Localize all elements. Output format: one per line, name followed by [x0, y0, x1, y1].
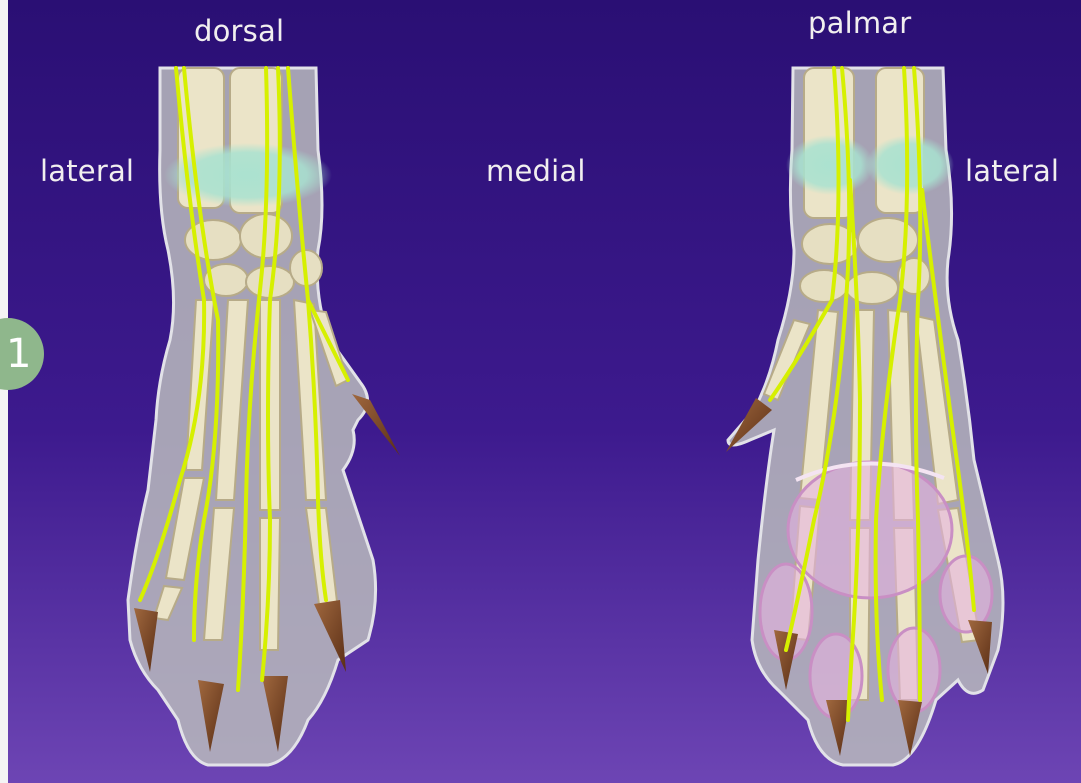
palmar-label: palmar — [808, 6, 911, 40]
palmar-block-site-lateral — [866, 135, 954, 195]
digital-pad-3 — [888, 628, 940, 712]
dorsal-label: dorsal — [194, 14, 284, 48]
lateral-left-label: lateral — [40, 154, 134, 188]
palmar-block-site-medial — [786, 135, 874, 195]
diagram-canvas — [8, 0, 1081, 783]
digital-pad-4 — [940, 556, 992, 632]
lateral-right-label: lateral — [965, 154, 1059, 188]
left-margin — [0, 0, 8, 783]
paw-nerve-diagram: dorsal palmar lateral medial lateral — [8, 0, 1081, 783]
medial-label: medial — [486, 154, 586, 188]
